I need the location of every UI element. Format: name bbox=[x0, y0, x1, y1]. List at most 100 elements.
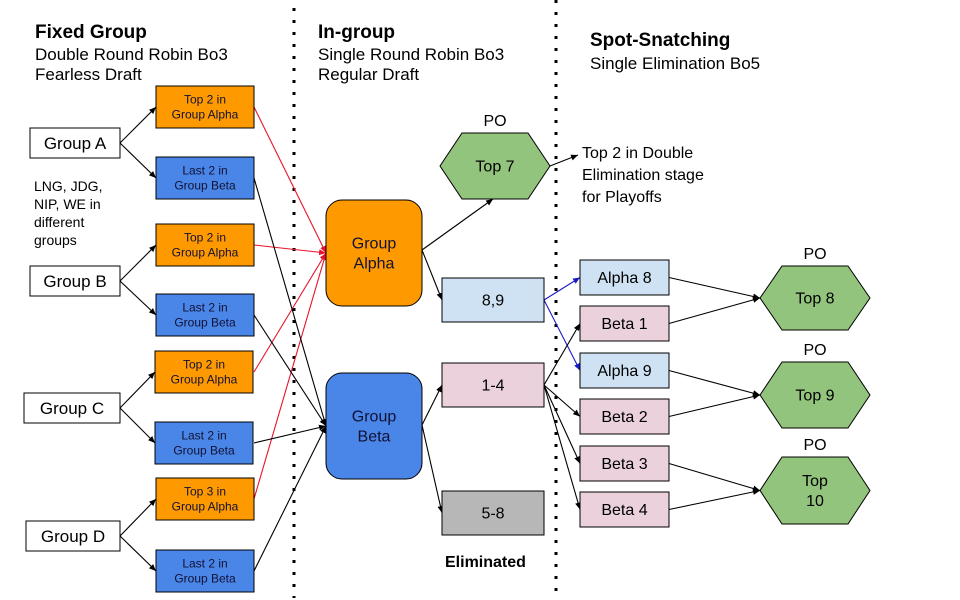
arrow-group-b-to-b-top bbox=[119, 244, 157, 282]
edges-layer bbox=[119, 106, 761, 572]
node-label: Alpha 9 bbox=[597, 363, 651, 380]
arrow-group-d-to-d-last bbox=[119, 535, 157, 572]
node-label: Top 9 bbox=[795, 388, 834, 405]
arrow-d-last-to-beta bbox=[253, 425, 327, 572]
node-label: 1-4 bbox=[481, 378, 504, 395]
arrow-b14-to-beta4 bbox=[543, 384, 581, 510]
arrow-group-b-to-b-last bbox=[119, 280, 157, 316]
arrow-c-last-to-beta bbox=[253, 424, 327, 444]
arrow-beta1-to-top8 bbox=[668, 297, 761, 325]
node-b14: 1-4 bbox=[441, 362, 545, 408]
box-shape bbox=[155, 223, 255, 267]
box-shape bbox=[155, 293, 255, 337]
section-desc-fixed-group: Double Round Robin Bo3 Fearless Draft bbox=[35, 45, 228, 84]
po-caption: PO bbox=[803, 246, 826, 263]
box-shape bbox=[23, 392, 121, 424]
po-caption: PO bbox=[803, 437, 826, 454]
hexagon-shape bbox=[439, 132, 551, 200]
box-shape bbox=[29, 265, 121, 297]
box-shape bbox=[579, 352, 670, 389]
box-shape bbox=[25, 520, 121, 552]
node-label: Group A bbox=[44, 134, 107, 153]
section-desc-in-group: Single Round Robin Bo3 Regular Draft bbox=[318, 45, 505, 84]
node-beta3: Beta 3 bbox=[579, 445, 670, 482]
box-shape bbox=[155, 156, 255, 200]
node-group-c: Group C bbox=[23, 392, 121, 424]
arrow-group-a-to-a-top bbox=[119, 106, 157, 144]
eliminated-label: Eliminated bbox=[445, 554, 526, 571]
node-label: Beta 1 bbox=[601, 316, 647, 333]
node-beta4: Beta 4 bbox=[579, 491, 670, 528]
node-label: Alpha 8 bbox=[597, 270, 651, 287]
arrow-b-last-to-beta bbox=[253, 314, 327, 427]
node-label: Group B bbox=[43, 272, 106, 291]
node-group-d: Group D bbox=[25, 520, 121, 552]
arrow-beta-to-b14 bbox=[421, 384, 443, 426]
box-shape bbox=[155, 85, 255, 129]
node-top8: PO Top 8 bbox=[759, 246, 871, 331]
arrow-c-top-to-alpha bbox=[253, 252, 327, 373]
box-shape bbox=[325, 199, 423, 307]
section-title-in-group: In-group bbox=[318, 22, 396, 43]
arrow-a89-to-alpha8 bbox=[543, 277, 581, 301]
node-label: 5-8 bbox=[481, 506, 504, 523]
node-group-a: Group A bbox=[29, 127, 121, 159]
seeding-note: LNG, JDG, NIP, WE in different groups bbox=[34, 178, 103, 248]
arrow-beta3-to-top10 bbox=[668, 462, 761, 492]
arrow-alpha8-to-top8 bbox=[668, 276, 761, 300]
node-beta2: Beta 2 bbox=[579, 398, 670, 435]
arrow-group-a-to-a-last bbox=[119, 142, 157, 179]
arrow-top7-to-top7-outcome bbox=[549, 154, 579, 167]
box-shape bbox=[579, 305, 670, 342]
node-b58: 5-8 bbox=[441, 490, 545, 536]
arrow-alpha-to-a89 bbox=[421, 249, 443, 301]
box-shape bbox=[579, 445, 670, 482]
hexagon-shape bbox=[759, 265, 871, 331]
arrow-b14-to-beta3 bbox=[543, 384, 581, 464]
node-label: Beta 3 bbox=[601, 456, 647, 473]
node-a89: 8,9 bbox=[441, 277, 545, 323]
arrow-beta-to-b58 bbox=[421, 424, 444, 514]
box-shape bbox=[441, 277, 545, 323]
node-label: Top 8 bbox=[795, 291, 834, 308]
hexagon-shape bbox=[759, 361, 871, 429]
arrow-b-top-to-alpha bbox=[253, 244, 327, 256]
section-title-fixed-group: Fixed Group bbox=[35, 22, 147, 43]
node-group-b: Group B bbox=[29, 265, 121, 297]
box-shape bbox=[579, 398, 670, 435]
node-label: 8,9 bbox=[482, 293, 504, 310]
arrow-b14-to-beta2 bbox=[543, 384, 581, 417]
arrow-alpha9-to-top9 bbox=[668, 369, 761, 397]
node-label: Beta 2 bbox=[601, 409, 647, 426]
po-caption: PO bbox=[803, 342, 826, 359]
box-shape bbox=[325, 372, 423, 480]
arrow-a-last-to-beta bbox=[253, 177, 327, 427]
arrow-a89-to-alpha9 bbox=[543, 299, 581, 371]
node-label: Group D bbox=[41, 527, 105, 546]
box-shape bbox=[155, 477, 255, 521]
box-shape bbox=[579, 491, 670, 528]
node-alpha8: Alpha 8 bbox=[579, 259, 670, 296]
node-label: Top 7 bbox=[475, 159, 514, 176]
section-desc-spot-snatching: Single Elimination Bo5 bbox=[590, 54, 761, 73]
top7-outcome-note: Top 2 in Double Elimination stage for Pl… bbox=[582, 145, 704, 206]
node-label: Group C bbox=[40, 399, 104, 418]
section-title-spot-snatching: Spot-Snatching bbox=[590, 30, 731, 51]
node-label: Beta 4 bbox=[601, 502, 647, 519]
